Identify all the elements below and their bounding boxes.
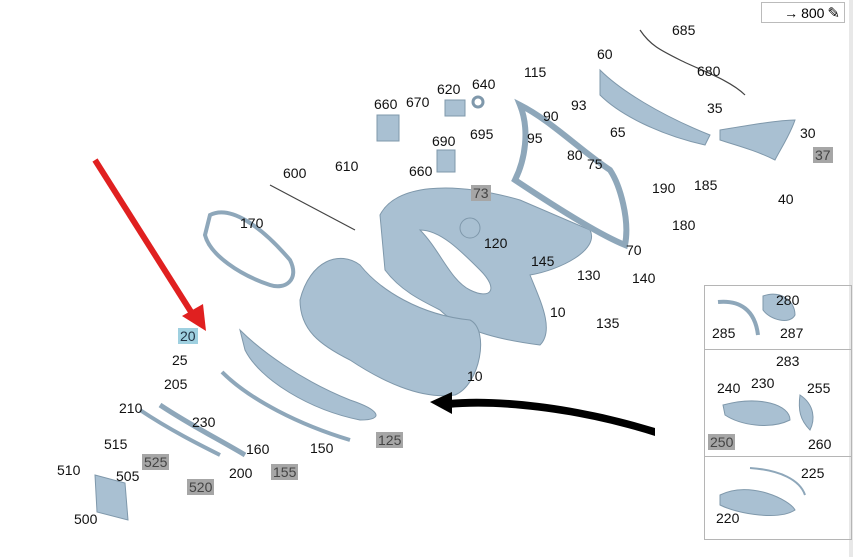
part-label[interactable]: 65	[610, 124, 626, 140]
part-label[interactable]: 37	[813, 147, 833, 163]
part-label[interactable]: 250	[708, 434, 736, 450]
emblem-120	[459, 217, 481, 239]
grille-280	[762, 293, 796, 321]
part-label[interactable]: 73	[471, 185, 491, 201]
wiring-600	[269, 184, 356, 231]
part-label[interactable]: 145	[531, 253, 555, 269]
highlight-arrow	[92, 158, 206, 331]
part-label[interactable]: 600	[283, 165, 307, 181]
bracket	[719, 119, 796, 161]
ring-640	[471, 95, 485, 109]
part-label[interactable]: 135	[596, 315, 620, 331]
part-label[interactable]: 80	[567, 147, 583, 163]
part-label[interactable]: 500	[74, 511, 98, 527]
scrollbar[interactable]	[849, 0, 853, 557]
part-label[interactable]: 160	[246, 441, 270, 457]
part-label[interactable]: 285	[712, 325, 736, 341]
trim-strip-200	[158, 402, 247, 458]
part-label[interactable]: 210	[119, 400, 143, 416]
part-label[interactable]: 685	[672, 22, 696, 38]
module-660b	[436, 149, 456, 173]
part-label[interactable]: 695	[470, 126, 494, 142]
sensor-620	[444, 99, 466, 117]
part-label[interactable]: 185	[694, 177, 718, 193]
part-label[interactable]: 640	[472, 76, 496, 92]
part-label-highlighted[interactable]: 20	[178, 328, 198, 344]
part-label[interactable]: 120	[484, 235, 508, 251]
part-label[interactable]: 240	[717, 380, 741, 396]
part-label[interactable]: 60	[597, 46, 613, 62]
pointer-arrow	[430, 392, 655, 436]
trim-strip-210	[138, 408, 221, 457]
part-label[interactable]: 200	[229, 465, 253, 481]
part-label[interactable]: 510	[57, 462, 81, 478]
part-label[interactable]: 230	[192, 414, 216, 430]
part-label[interactable]: 205	[164, 376, 188, 392]
part-label[interactable]: 95	[527, 130, 543, 146]
part-label[interactable]: 610	[335, 158, 359, 174]
part-label[interactable]: 225	[801, 465, 825, 481]
part-label[interactable]: 150	[310, 440, 334, 456]
grille-240	[722, 400, 791, 426]
part-label[interactable]: 125	[376, 432, 404, 448]
part-label[interactable]: 90	[543, 108, 559, 124]
part-label[interactable]: 170	[240, 215, 264, 231]
part-label[interactable]: 255	[807, 380, 831, 396]
part-label[interactable]: 180	[672, 217, 696, 233]
grille-frame	[202, 210, 296, 289]
detail-panel-3	[704, 456, 852, 540]
part-label[interactable]: 283	[776, 353, 800, 369]
part-label[interactable]: 30	[800, 125, 816, 141]
part-label[interactable]: 287	[780, 325, 804, 341]
part-label[interactable]: 93	[571, 97, 587, 113]
part-label[interactable]: 670	[406, 94, 430, 110]
absorber	[599, 68, 711, 146]
trim-255	[798, 394, 814, 431]
reference-label: 800	[801, 4, 825, 21]
part-label[interactable]: 40	[778, 191, 794, 207]
part-label[interactable]: 130	[577, 267, 601, 283]
arrow-right-icon: →	[784, 4, 799, 21]
wiring-680	[639, 29, 746, 96]
part-label[interactable]: 690	[432, 133, 456, 149]
part-label[interactable]: 70	[626, 242, 642, 258]
part-label[interactable]: 525	[142, 454, 170, 470]
part-label[interactable]: 25	[172, 352, 188, 368]
lower-grille	[239, 328, 377, 421]
part-label[interactable]: 115	[524, 64, 547, 80]
part-label[interactable]: 520	[187, 479, 215, 495]
part-label[interactable]: 190	[652, 180, 676, 196]
part-label[interactable]: 680	[697, 63, 721, 79]
part-label[interactable]: 155	[271, 464, 299, 480]
part-label[interactable]: 220	[716, 510, 740, 526]
trim-285	[717, 299, 760, 336]
part-label[interactable]: 660	[374, 96, 398, 112]
reference-link-800[interactable]: → 800 ✎	[761, 2, 845, 23]
part-label[interactable]: 260	[808, 436, 832, 452]
part-label[interactable]: 140	[632, 270, 656, 286]
part-label[interactable]: 515	[104, 436, 128, 452]
bumper-lower	[299, 257, 482, 397]
licence-plate-holder	[94, 474, 129, 521]
part-label[interactable]: 35	[707, 100, 723, 116]
edit-icon[interactable]: ✎	[827, 4, 840, 22]
trim-225	[749, 467, 806, 496]
part-label[interactable]: 660	[409, 163, 433, 179]
bumper-carrier	[511, 98, 630, 250]
module-660	[376, 114, 400, 142]
grille-220	[719, 489, 796, 516]
part-label[interactable]: 620	[437, 81, 461, 97]
trim-frame	[220, 370, 351, 442]
part-label[interactable]: 280	[776, 292, 800, 308]
part-label[interactable]: 230	[751, 375, 775, 391]
part-label[interactable]: 75	[587, 156, 603, 172]
part-label[interactable]: 505	[116, 468, 140, 484]
part-label[interactable]: 10	[467, 368, 483, 384]
part-label[interactable]: 10	[550, 304, 566, 320]
